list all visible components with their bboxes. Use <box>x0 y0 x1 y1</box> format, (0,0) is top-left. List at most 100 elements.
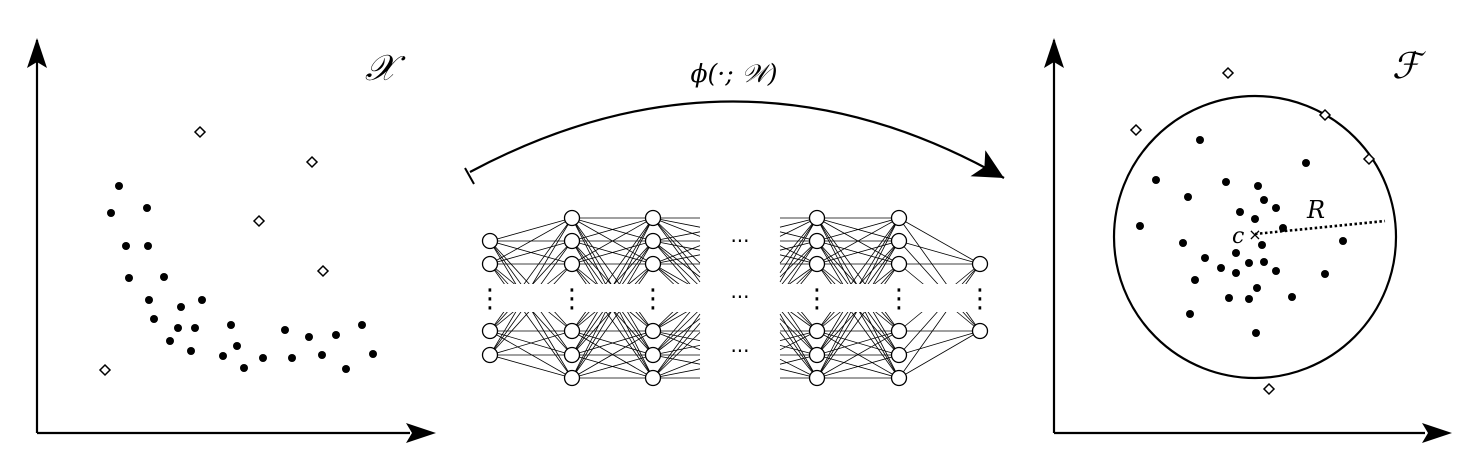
network-vdots: ⋮ <box>886 284 912 314</box>
network-edge-stub <box>652 322 701 379</box>
feature-points <box>1129 66 1376 396</box>
network-node <box>890 255 908 273</box>
normal-point <box>1186 310 1194 318</box>
input-points <box>98 125 377 377</box>
normal-point <box>1258 241 1266 249</box>
normal-point <box>187 347 195 355</box>
network-edge <box>571 330 654 379</box>
feature-y-axis-arrowhead <box>1044 38 1064 68</box>
network-edge-stub <box>652 245 701 265</box>
normal-point <box>332 331 340 339</box>
network-node <box>563 232 581 250</box>
mapping-label: ϕ(·; 𝒲) <box>690 59 777 88</box>
network-node <box>808 322 826 340</box>
network-edge-stub <box>652 332 701 379</box>
normal-point <box>143 204 151 212</box>
center-mark: × <box>1248 225 1261 244</box>
network-hdots: ··· <box>730 229 749 253</box>
normal-point <box>160 273 168 281</box>
network-edge <box>816 217 900 332</box>
network-edge <box>489 240 573 265</box>
network-node <box>890 369 908 387</box>
normal-point <box>1260 258 1268 266</box>
network-edges <box>470 217 1000 379</box>
normal-point <box>1302 159 1310 167</box>
network-node <box>563 209 581 227</box>
network-vdots: ⋮ <box>804 284 830 314</box>
network-node <box>644 369 662 387</box>
network-node <box>563 322 581 340</box>
normal-point <box>233 342 241 350</box>
network-node <box>644 346 662 364</box>
neural-network: ⋮⋮⋮⋮⋮⋮········· <box>470 209 1000 387</box>
normal-point <box>1225 294 1233 302</box>
normal-point <box>1232 249 1240 257</box>
normal-point <box>198 296 206 304</box>
network-edge <box>489 263 573 379</box>
normal-point <box>1179 239 1187 247</box>
normal-point <box>1152 176 1160 184</box>
mapping: ϕ(·; 𝒲) <box>464 59 1005 185</box>
normal-point <box>281 326 289 334</box>
radius-line <box>1254 219 1386 236</box>
input-y-axis-arrowhead <box>27 38 47 68</box>
network-edge <box>571 217 654 242</box>
network-vdots: ⋮ <box>477 284 503 314</box>
normal-point <box>342 365 350 373</box>
network-node <box>481 346 499 364</box>
normal-point <box>1236 208 1244 216</box>
network-hdots: ··· <box>730 285 749 309</box>
network-edge <box>489 217 573 265</box>
normal-point <box>227 321 235 329</box>
network-edge <box>571 263 654 379</box>
network-node <box>644 232 662 250</box>
normal-point <box>1260 196 1268 204</box>
feature-space-panel: ℱ R c × <box>1044 38 1452 443</box>
network-edge <box>489 217 573 332</box>
network-node <box>808 209 826 227</box>
normal-point <box>259 354 267 362</box>
normal-point <box>1251 215 1259 223</box>
normal-point <box>1339 237 1347 245</box>
normal-point <box>174 324 182 332</box>
input-space-label: 𝒳 <box>365 48 406 89</box>
network-edge <box>816 217 900 265</box>
input-x-axis-arrowhead <box>406 423 436 443</box>
network-edge <box>571 217 654 265</box>
network-edge <box>571 354 654 379</box>
network-edge <box>816 217 900 242</box>
network-edge-stub <box>779 322 818 379</box>
network-node <box>481 232 499 250</box>
network-edge <box>816 263 900 379</box>
network-edge <box>489 217 573 242</box>
network-edge <box>898 217 981 332</box>
mapping-arc-tail <box>464 167 475 185</box>
network-gap <box>470 284 1000 312</box>
normal-point <box>318 351 326 359</box>
normal-point <box>1272 204 1280 212</box>
center-label: c <box>1232 224 1244 249</box>
normal-point <box>1245 259 1253 267</box>
anomaly-point <box>1221 66 1235 80</box>
anomaly-point <box>1318 108 1332 122</box>
network-edge <box>571 217 654 332</box>
network-node <box>563 346 581 364</box>
network-edge <box>898 330 981 356</box>
network-edge <box>816 354 900 379</box>
normal-point <box>1196 136 1204 144</box>
network-edge <box>816 330 900 379</box>
network-vdots: ⋮ <box>559 284 585 314</box>
normal-point <box>358 321 366 329</box>
normal-point <box>122 242 130 250</box>
network-edge <box>898 217 981 265</box>
network-node <box>971 255 989 273</box>
network-node <box>563 255 581 273</box>
normal-point <box>240 364 248 372</box>
normal-point <box>1136 222 1144 230</box>
normal-point <box>1201 254 1209 262</box>
network-node <box>808 369 826 387</box>
network-nodes <box>481 209 989 387</box>
input-space-panel: 𝒳 <box>27 38 436 443</box>
normal-point <box>1217 264 1225 272</box>
normal-point <box>288 354 296 362</box>
